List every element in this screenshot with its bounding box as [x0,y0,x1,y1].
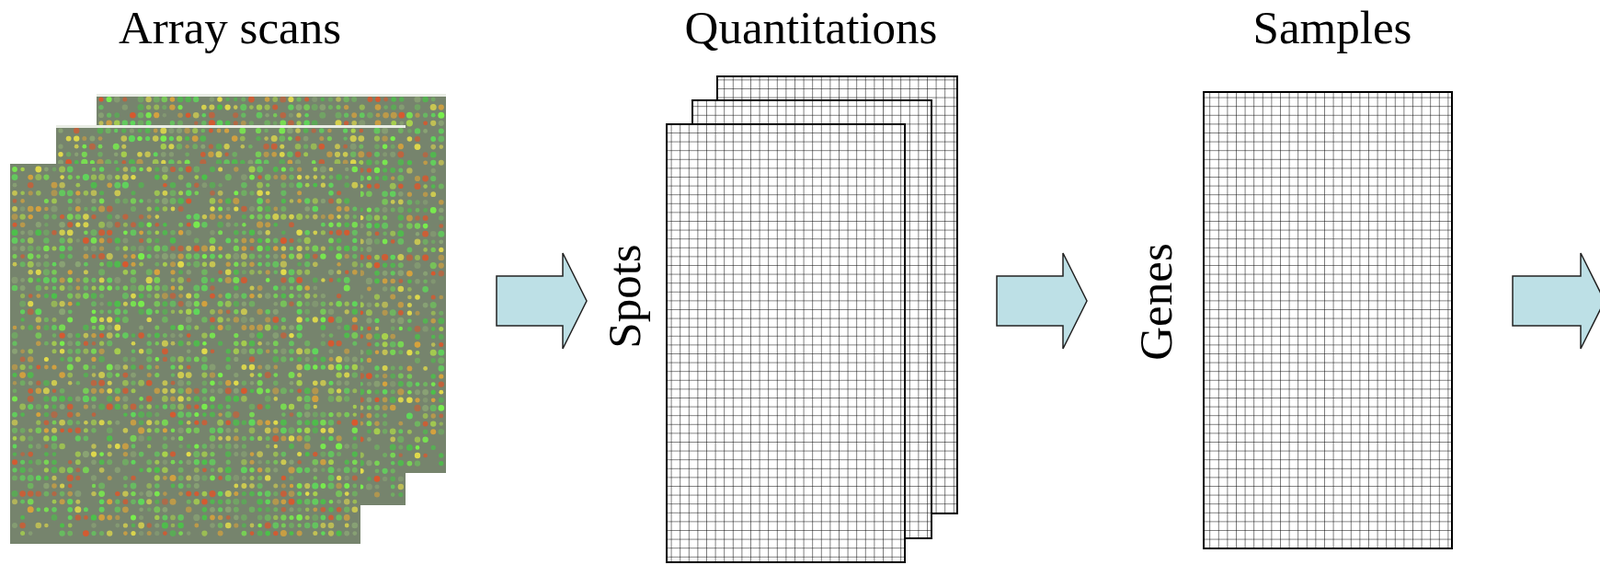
panel-title: Samples [1253,4,1413,52]
axis-label: Genes [1132,242,1180,360]
quantitation-grids [666,76,958,562]
panel-title: Array scans [118,4,342,52]
quantitations-panel: QuantitationsSpots [606,0,984,565]
sample-matrix [1203,91,1452,549]
samples-panel: SamplesGenes [1099,0,1472,565]
block-arrow [496,252,587,349]
panel-title: Quantitations [685,4,938,52]
array-scans-panel: Array scans [0,0,477,565]
block-arrow [1512,252,1600,349]
axis-label: Spots [601,243,649,348]
block-arrow [996,252,1087,349]
array-scan-images [10,93,446,544]
